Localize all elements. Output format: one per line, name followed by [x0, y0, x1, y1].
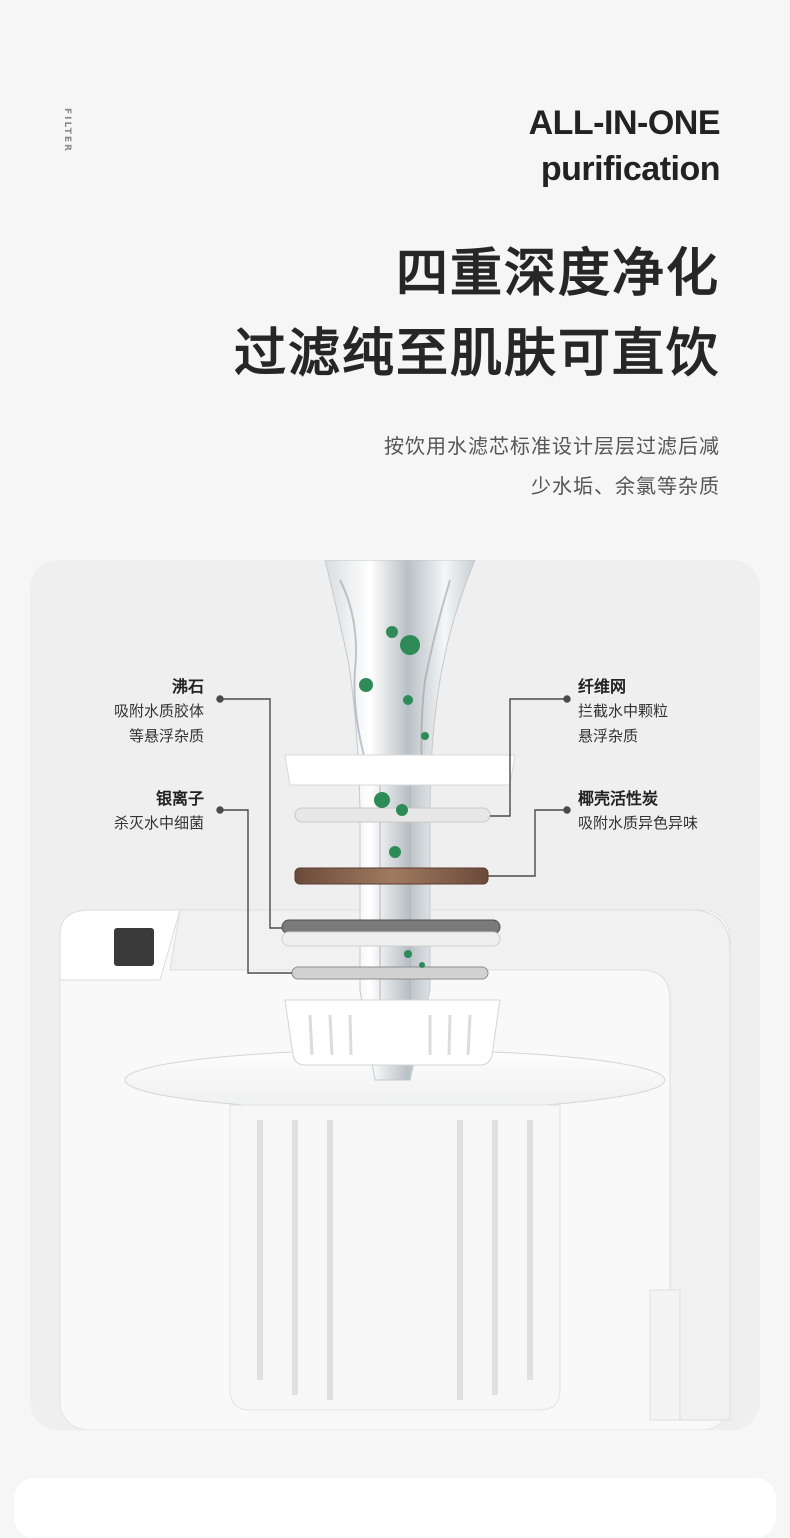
label-silver-desc1: 杀灭水中细菌 [113, 814, 204, 832]
hero-en-line1: ALL-IN-ONE [528, 104, 721, 142]
hero-chinese: 四重深度净化 过滤纯至肌肤可直饮 [234, 234, 720, 394]
label-carbon-title: 椰壳活性炭 [578, 789, 659, 808]
bottom-strip [0, 1470, 790, 1538]
subtitle-line1: 按饮用水滤芯标准设计层层过滤后减 [384, 434, 720, 458]
label-carbon: 椰壳活性炭 吸附水质异色异味 [578, 786, 698, 836]
label-fiber-desc1: 拦截水中颗粒 [578, 702, 669, 720]
carbon-layer [294, 867, 489, 885]
label-fiber-desc2: 悬浮杂质 [578, 727, 639, 745]
label-silver: 银离子 杀灭水中细菌 [114, 786, 204, 836]
hero-en-line2: purification [540, 150, 721, 188]
leader-lines [216, 695, 571, 974]
side-tag: FILTER [62, 108, 72, 153]
label-zeolite-desc1: 吸附水质胶体 [113, 702, 204, 720]
label-zeolite-title: 沸石 [171, 677, 204, 696]
subtitle-line2: 少水垢、余氯等杂质 [531, 474, 720, 498]
silver-ion-layer [291, 966, 489, 980]
label-silver-title: 银离子 [155, 789, 204, 808]
label-carbon-desc1: 吸附水质异色异味 [578, 814, 699, 832]
hero-cn-line2: 过滤纯至肌肤可直饮 [233, 324, 720, 384]
filter-illustration [59, 560, 731, 1430]
filter-layers [281, 754, 516, 1066]
microbes [359, 626, 429, 968]
hero-english: ALL-IN-ONE purification [528, 100, 721, 192]
label-zeolite: 沸石 吸附水质胶体 等悬浮杂质 [114, 674, 204, 749]
fiber-mesh-layer [294, 807, 491, 823]
hero-cn-line1: 四重深度净化 [395, 244, 720, 304]
next-section-card [14, 1478, 776, 1538]
filter-illustration-card: 沸石 吸附水质胶体 等悬浮杂质 银离子 杀灭水中细菌 纤维网 拦截水中颗粒 悬浮… [30, 560, 760, 1430]
label-zeolite-desc2: 等悬浮杂质 [128, 727, 204, 745]
label-fiber-title: 纤维网 [578, 677, 627, 696]
label-fiber: 纤维网 拦截水中颗粒 悬浮杂质 [578, 674, 668, 749]
subtitle: 按饮用水滤芯标准设计层层过滤后减 少水垢、余氯等杂质 [384, 426, 720, 506]
display-panel [114, 928, 154, 966]
